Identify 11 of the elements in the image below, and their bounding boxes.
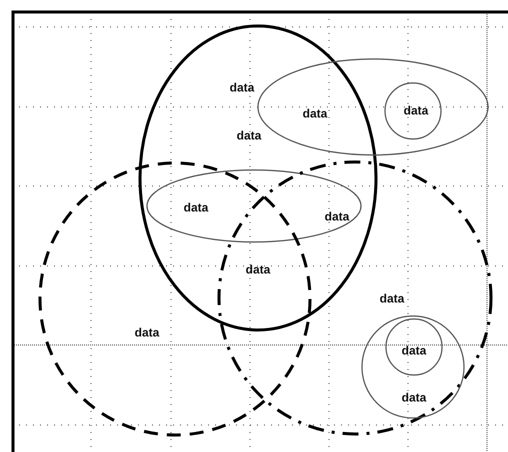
set-label: data (402, 344, 426, 358)
set-label: data (246, 264, 270, 276)
set-label: data (236, 130, 262, 142)
set-label: data (404, 104, 428, 118)
set-label: data (302, 108, 328, 120)
set-label: data (134, 326, 160, 340)
set-label: data (402, 392, 426, 404)
set-label: data (324, 210, 350, 224)
set-label: data (230, 82, 254, 94)
set-label: data (380, 292, 404, 306)
set-label: data (184, 202, 208, 214)
